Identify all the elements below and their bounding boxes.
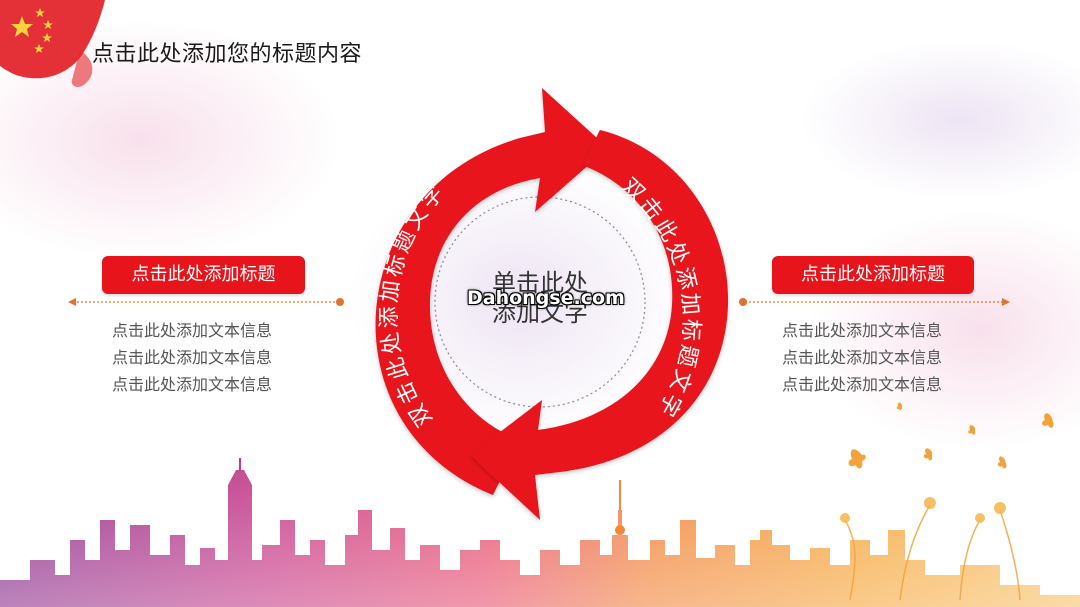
watermark: Dahongse.com [467, 287, 625, 309]
flag-stars [11, 8, 53, 53]
right-text-line: 点击此处添加文本信息 [782, 348, 943, 367]
left-title-label[interactable]: 点击此处添加标题 [102, 256, 305, 294]
left-text-line: 点击此处添加文本信息 [112, 348, 273, 367]
center-text-line1: 单击此处 [492, 269, 588, 297]
connector-right [739, 298, 1010, 306]
inner-dotted-circle [434, 196, 646, 408]
right-text-line: 点击此处添加文本信息 [782, 321, 943, 340]
right-title-label[interactable]: 点击此处添加标题 [772, 256, 974, 294]
right-text-block[interactable]: 点击此处添加文本信息 点击此处添加文本信息 点击此处添加文本信息 [782, 317, 942, 398]
flower-stems [844, 504, 1021, 601]
cycle-arrow-right[interactable] [470, 130, 729, 520]
center-text-line2: 添加文字 [492, 299, 588, 327]
center-text[interactable]: 单击此处 添加文字 [470, 268, 610, 328]
cycle-arrow-left[interactable] [375, 88, 608, 495]
page-title[interactable]: 点击此处添加您的标题内容 [92, 42, 363, 67]
left-text-line: 点击此处添加文本信息 [112, 321, 273, 340]
butterflies [848, 402, 1054, 469]
right-text-line: 点击此处添加文本信息 [782, 375, 943, 394]
left-text-block[interactable]: 点击此处添加文本信息 点击此处添加文本信息 点击此处添加文本信息 [112, 317, 272, 398]
connector-left [68, 298, 344, 306]
left-text-line: 点击此处添加文本信息 [112, 375, 273, 394]
city-skyline [0, 458, 1080, 607]
